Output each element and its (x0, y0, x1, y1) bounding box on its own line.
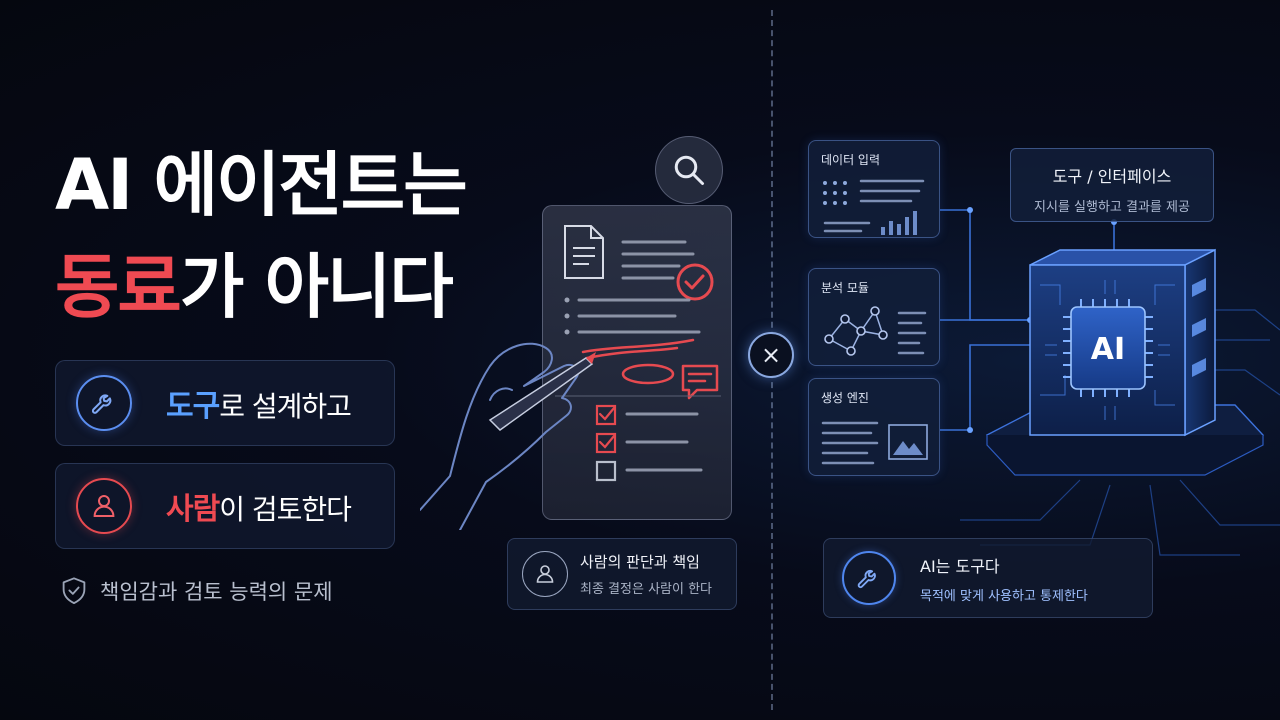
title-highlight: 동료 (55, 246, 182, 328)
ai-is-tool-box: AI는 도구다 목적에 맞게 사용하고 통제한다 (823, 538, 1153, 618)
title-line-2: 동료가 아니다 (55, 252, 454, 322)
analysis-module: 분석 모듈 (808, 268, 940, 366)
tool-design-rest: 로 설계하고 (219, 390, 352, 423)
magnifier-icon (655, 136, 723, 204)
image-output-icon (821, 421, 928, 465)
tool-interface-title: 도구 / 인터페이스 (1052, 167, 1172, 186)
analysis-label: 분석 모듈 (821, 281, 869, 295)
checkbox-list (595, 404, 617, 482)
ai-chip-label: AI (1091, 332, 1125, 367)
generation-module: 생성 엔진 (808, 378, 940, 476)
tool-design-key: 도구 (166, 389, 220, 424)
tool-design-card: 도구로 설계하고 (55, 360, 395, 446)
title-line-2-rest: 가 아니다 (179, 246, 454, 328)
tool-interface-subtitle: 지시를 실행하고 결과를 제공 (1034, 200, 1190, 215)
human-judgment-box: 사람의 판단과 책임 최종 결정은 사람이 한다 (507, 538, 737, 610)
human-judgment-subtitle: 최종 결정은 사람이 한다 (580, 582, 712, 597)
network-graph-icon (824, 306, 927, 356)
ai-cube-illustration: AI (985, 248, 1265, 476)
generation-label: 생성 엔진 (821, 391, 869, 405)
ai-processor-cube: AI (985, 245, 1265, 505)
file-icon (564, 225, 604, 279)
human-review-key: 사람 (166, 492, 220, 527)
hand-with-pen-illustration (420, 342, 596, 530)
tool-interface-box: 도구 / 인터페이스 지시를 실행하고 결과를 제공 (1010, 148, 1214, 222)
title-line-1: AI 에이전트는 (55, 144, 468, 226)
footnote: 책임감과 검토 능력의 문제 (60, 576, 333, 606)
shield-check-icon (60, 576, 88, 606)
versus-x-icon: × (748, 332, 794, 378)
data-grid-icon (823, 179, 925, 235)
ai-is-tool-title: AI는 도구다 (920, 556, 1000, 576)
document-illustration (555, 225, 721, 482)
human-review-rest: 이 검토한다 (219, 493, 352, 526)
tool-design-text: 도구로 설계하고 (166, 381, 352, 425)
circuit-connectors (940, 207, 1280, 556)
comment-icon (681, 364, 719, 400)
check-circle-icon (676, 263, 714, 301)
wrench-icon (842, 551, 896, 605)
wrench-icon (76, 375, 132, 431)
ai-is-tool-subtitle: 목적에 맞게 사용하고 통제한다 (920, 588, 1088, 604)
human-review-text: 사람이 검토한다 (166, 484, 352, 528)
person-icon (522, 551, 568, 597)
footnote-text: 책임감과 검토 능력의 문제 (100, 580, 333, 604)
review-document (542, 205, 732, 520)
human-review-card: 사람이 검토한다 (55, 463, 395, 549)
data-input-module: 데이터 입력 (808, 140, 940, 238)
data-input-label: 데이터 입력 (821, 153, 881, 167)
human-judgment-title: 사람의 판단과 책임 (580, 553, 700, 571)
person-icon (76, 478, 132, 534)
